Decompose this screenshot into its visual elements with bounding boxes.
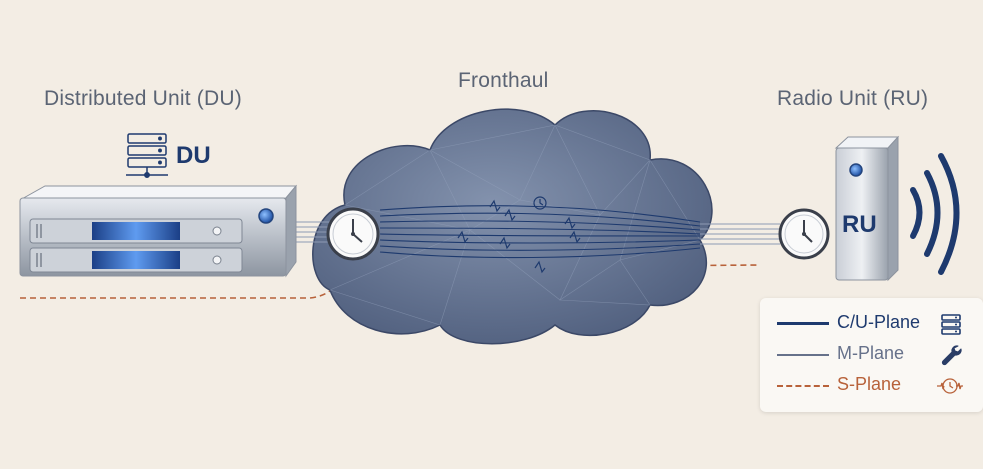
server-icon xyxy=(941,314,961,335)
legend: C/U-Plane M-Plane S-Plane xyxy=(760,298,983,412)
du-clock-icon xyxy=(326,207,380,261)
m-plane-swatch xyxy=(777,354,829,356)
du-led xyxy=(258,208,274,224)
wrench-icon xyxy=(941,345,962,366)
ru-badge-label: RU xyxy=(842,211,877,238)
legend-label-m-plane: M-Plane xyxy=(837,343,905,363)
server-rack-icon xyxy=(126,133,168,178)
s-plane-swatch xyxy=(777,385,829,387)
radio-waves-icon xyxy=(910,153,960,275)
cu-plane-swatch xyxy=(777,322,829,325)
fronthaul-title: Fronthaul xyxy=(458,69,549,92)
legend-item-cu-plane: C/U-Plane xyxy=(760,310,983,338)
ru-device xyxy=(834,135,900,282)
legend-item-m-plane: M-Plane xyxy=(760,341,983,369)
legend-label-s-plane: S-Plane xyxy=(837,374,902,394)
legend-item-s-plane: S-Plane xyxy=(760,372,983,400)
ru-led xyxy=(849,163,863,177)
ru-clock-icon xyxy=(778,208,830,260)
du-badge-label: DU xyxy=(176,142,211,169)
ru-title: Radio Unit (RU) xyxy=(777,87,929,110)
cloud-clock-icon xyxy=(533,196,547,210)
du-title: Distributed Unit (DU) xyxy=(44,87,242,110)
fronthaul-cloud xyxy=(312,108,713,345)
clock-sync-icon xyxy=(937,378,963,394)
du-server xyxy=(19,184,298,278)
legend-label-cu-plane: C/U-Plane xyxy=(837,312,921,332)
s-plane-link xyxy=(20,264,761,299)
